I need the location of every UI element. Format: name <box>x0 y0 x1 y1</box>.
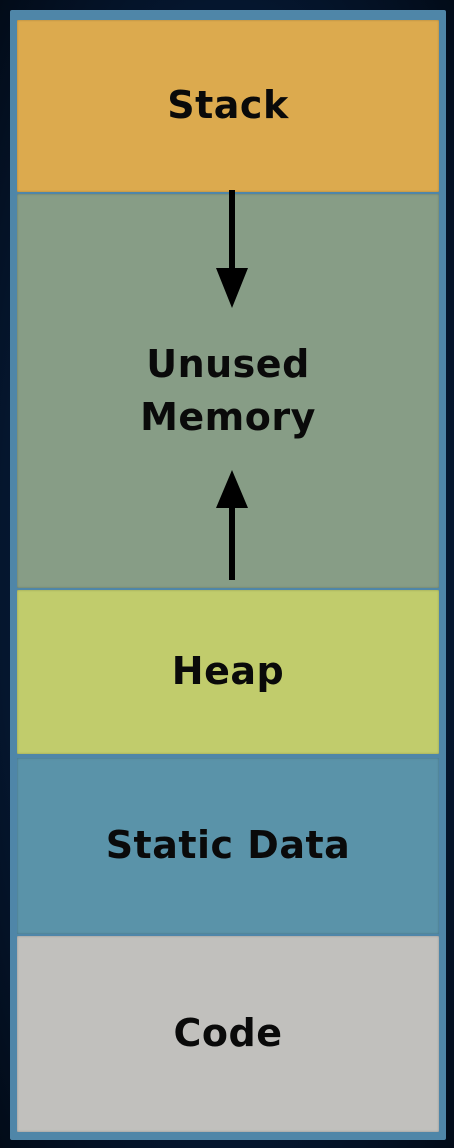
code-segment: Code <box>17 936 439 1132</box>
heap-label: Heap <box>171 649 285 694</box>
memory-layout-column: Stack Unused Memory Heap Static Data Cod… <box>10 10 446 1140</box>
stack-segment: Stack <box>17 20 439 192</box>
static-data-label: Static Data <box>105 823 351 868</box>
unused-memory-label: Unused Memory <box>140 341 316 439</box>
unused-memory-segment: Unused Memory <box>17 194 439 588</box>
code-label: Code <box>173 1011 283 1056</box>
heap-segment: Heap <box>17 590 439 754</box>
stack-label: Stack <box>167 83 289 128</box>
static-data-segment: Static Data <box>17 758 439 934</box>
